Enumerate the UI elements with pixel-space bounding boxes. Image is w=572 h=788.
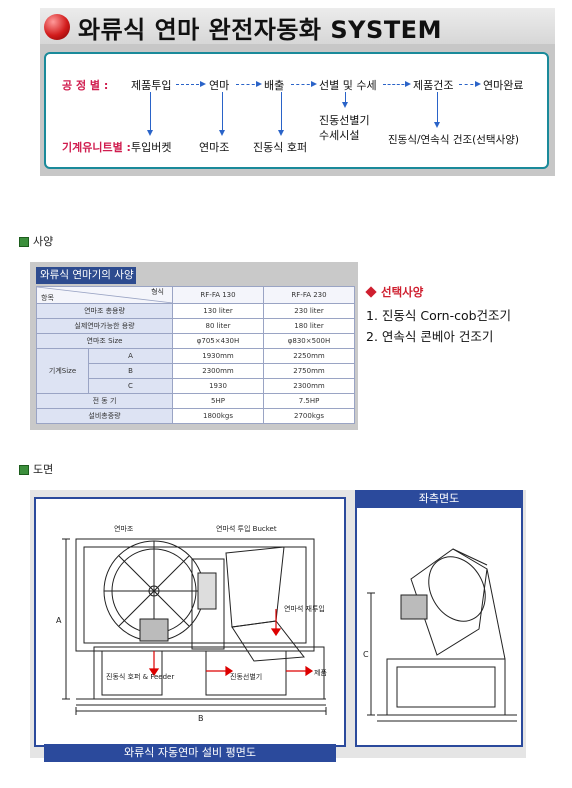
option-item: 1. 진동식 Corn-cob건조기	[366, 308, 512, 323]
arrow-down-icon	[147, 92, 153, 136]
table-row-label: 연마조 총용량	[36, 303, 173, 319]
table-row: 전 동 기 5HP 7.5HP	[36, 393, 355, 409]
options-title: 선택사양	[381, 285, 424, 299]
arrow-right-icon	[236, 81, 262, 87]
title-banner	[40, 8, 555, 45]
spec-table: 형식 항목 RF-FA 130 RF-FA 230 연마조 총용량 130 li…	[36, 286, 355, 424]
flow-step: 연마	[209, 79, 230, 92]
section-title-spec: 사양	[33, 235, 54, 248]
flow-unit: 연마조	[199, 141, 230, 154]
dimension-label-b: B	[198, 714, 204, 723]
label-reinput: 연마석 재투입	[284, 604, 325, 613]
diamond-bullet-icon	[365, 286, 377, 298]
table-row-label: 전 동 기	[36, 393, 173, 409]
table-cell: 230 liter	[263, 303, 355, 319]
side-view-title: 좌측면도	[355, 490, 523, 508]
table-header-model: RF-FA 230	[263, 286, 355, 304]
section-bullet-icon	[19, 237, 29, 247]
table-cell: 2250mm	[263, 348, 355, 364]
flow-step: 배출	[264, 79, 285, 92]
red-ball-icon	[44, 14, 70, 40]
side-view-drawing: C	[363, 548, 517, 722]
spec-table-heading: 와류식 연마기의 사양	[36, 267, 136, 284]
unit-label: 기계유니트별 :	[62, 141, 131, 154]
table-row: 기계Size A 1930mm 2250mm	[36, 348, 355, 394]
flow-unit: 투입버켓	[131, 141, 172, 154]
table-row: 실제연마가능한 용량 80 liter 180 liter	[36, 318, 355, 334]
arrow-right-icon	[383, 81, 411, 87]
table-cell: 5HP	[172, 393, 264, 409]
dimension-label-c: C	[363, 650, 369, 659]
corner-label-model: 형식	[151, 288, 164, 296]
arrow-right-icon	[459, 81, 481, 87]
table-cell: 2750mm	[263, 363, 355, 379]
table-row-label: 설비총중량	[36, 408, 173, 424]
table-cell: 180 liter	[263, 318, 355, 334]
page-title: 와류식 연마 완전자동화 SYSTEM	[78, 16, 442, 44]
flow-unit: 수세시설	[319, 129, 360, 142]
section-bullet-icon	[19, 465, 29, 475]
table-row: 연마조 총용량 130 liter 230 liter	[36, 303, 355, 319]
option-item: 2. 연속식 콘베아 건조기	[366, 329, 494, 344]
label-hopper: 진동식 호퍼 & Feeder	[106, 672, 174, 681]
section-title-drawing: 도면	[33, 463, 54, 476]
table-row: 형식 항목 RF-FA 130 RF-FA 230	[36, 286, 355, 304]
arrow-down-icon	[219, 92, 225, 136]
table-row: 설비총중량 1800kgs 2700kgs	[36, 408, 355, 424]
table-row-label: A	[88, 348, 173, 364]
table-row-label: C	[88, 378, 173, 394]
label-product: 제품	[314, 669, 327, 677]
corner-label-item: 항목	[41, 294, 54, 302]
flow-unit: 진동선별기	[319, 114, 370, 127]
table-cell: 2700kgs	[263, 408, 355, 424]
table-cell: 130 liter	[172, 303, 264, 319]
table-cell: 2300mm	[263, 378, 355, 394]
table-row-group-label: 기계Size	[36, 348, 89, 394]
table-cell: 1800kgs	[172, 408, 264, 424]
flow-step: 연마완료	[483, 79, 524, 92]
table-cell: 80 liter	[172, 318, 264, 334]
flow-step: 제품건조	[413, 79, 454, 92]
table-row-label: B	[88, 363, 173, 379]
table-row-label: 연마조 Size	[36, 333, 173, 349]
corner-diagonal	[37, 287, 172, 303]
table-corner-cell: 형식 항목	[36, 286, 173, 304]
table-row-label: 실제연마가능한 용량	[36, 318, 173, 334]
process-label: 공 정 별 :	[62, 79, 109, 92]
table-row: C 1930 2300mm	[37, 378, 355, 394]
table-header-model: RF-FA 130	[172, 286, 264, 304]
arrow-down-icon	[342, 92, 348, 108]
label-sorter: 진동선별기	[230, 672, 262, 681]
arrow-down-icon	[278, 92, 284, 136]
dimension-label-a: A	[56, 616, 62, 625]
label-tank: 연마조	[114, 524, 134, 533]
flow-unit: 진동식 호퍼	[253, 141, 308, 154]
plan-view-drawing: 연마조 연마석 투입 Bucket 연마석 재투입 진동식 호퍼 & Feede…	[56, 524, 327, 723]
flow-box	[44, 52, 549, 169]
table-cell: 2300mm	[172, 363, 264, 379]
arrow-down-icon	[434, 92, 440, 128]
arrow-right-icon	[176, 81, 206, 87]
table-row: 연마조 Size φ705×430H φ830×500H	[36, 333, 355, 349]
table-cell: φ830×500H	[263, 333, 355, 349]
table-cell: 7.5HP	[263, 393, 355, 409]
table-cell: 1930	[172, 378, 264, 394]
flow-step: 제품투입	[131, 79, 172, 92]
table-cell: φ705×430H	[172, 333, 264, 349]
label-bucket: 연마석 투입 Bucket	[216, 524, 277, 533]
arrow-right-icon	[291, 81, 317, 87]
plan-view-caption: 와류식 자동연마 설비 평면도	[44, 744, 336, 762]
table-cell: 1930mm	[172, 348, 264, 364]
flow-step: 선별 및 수세	[319, 79, 377, 92]
flow-unit: 진동식/연속식 건조(선택사양)	[388, 134, 519, 146]
